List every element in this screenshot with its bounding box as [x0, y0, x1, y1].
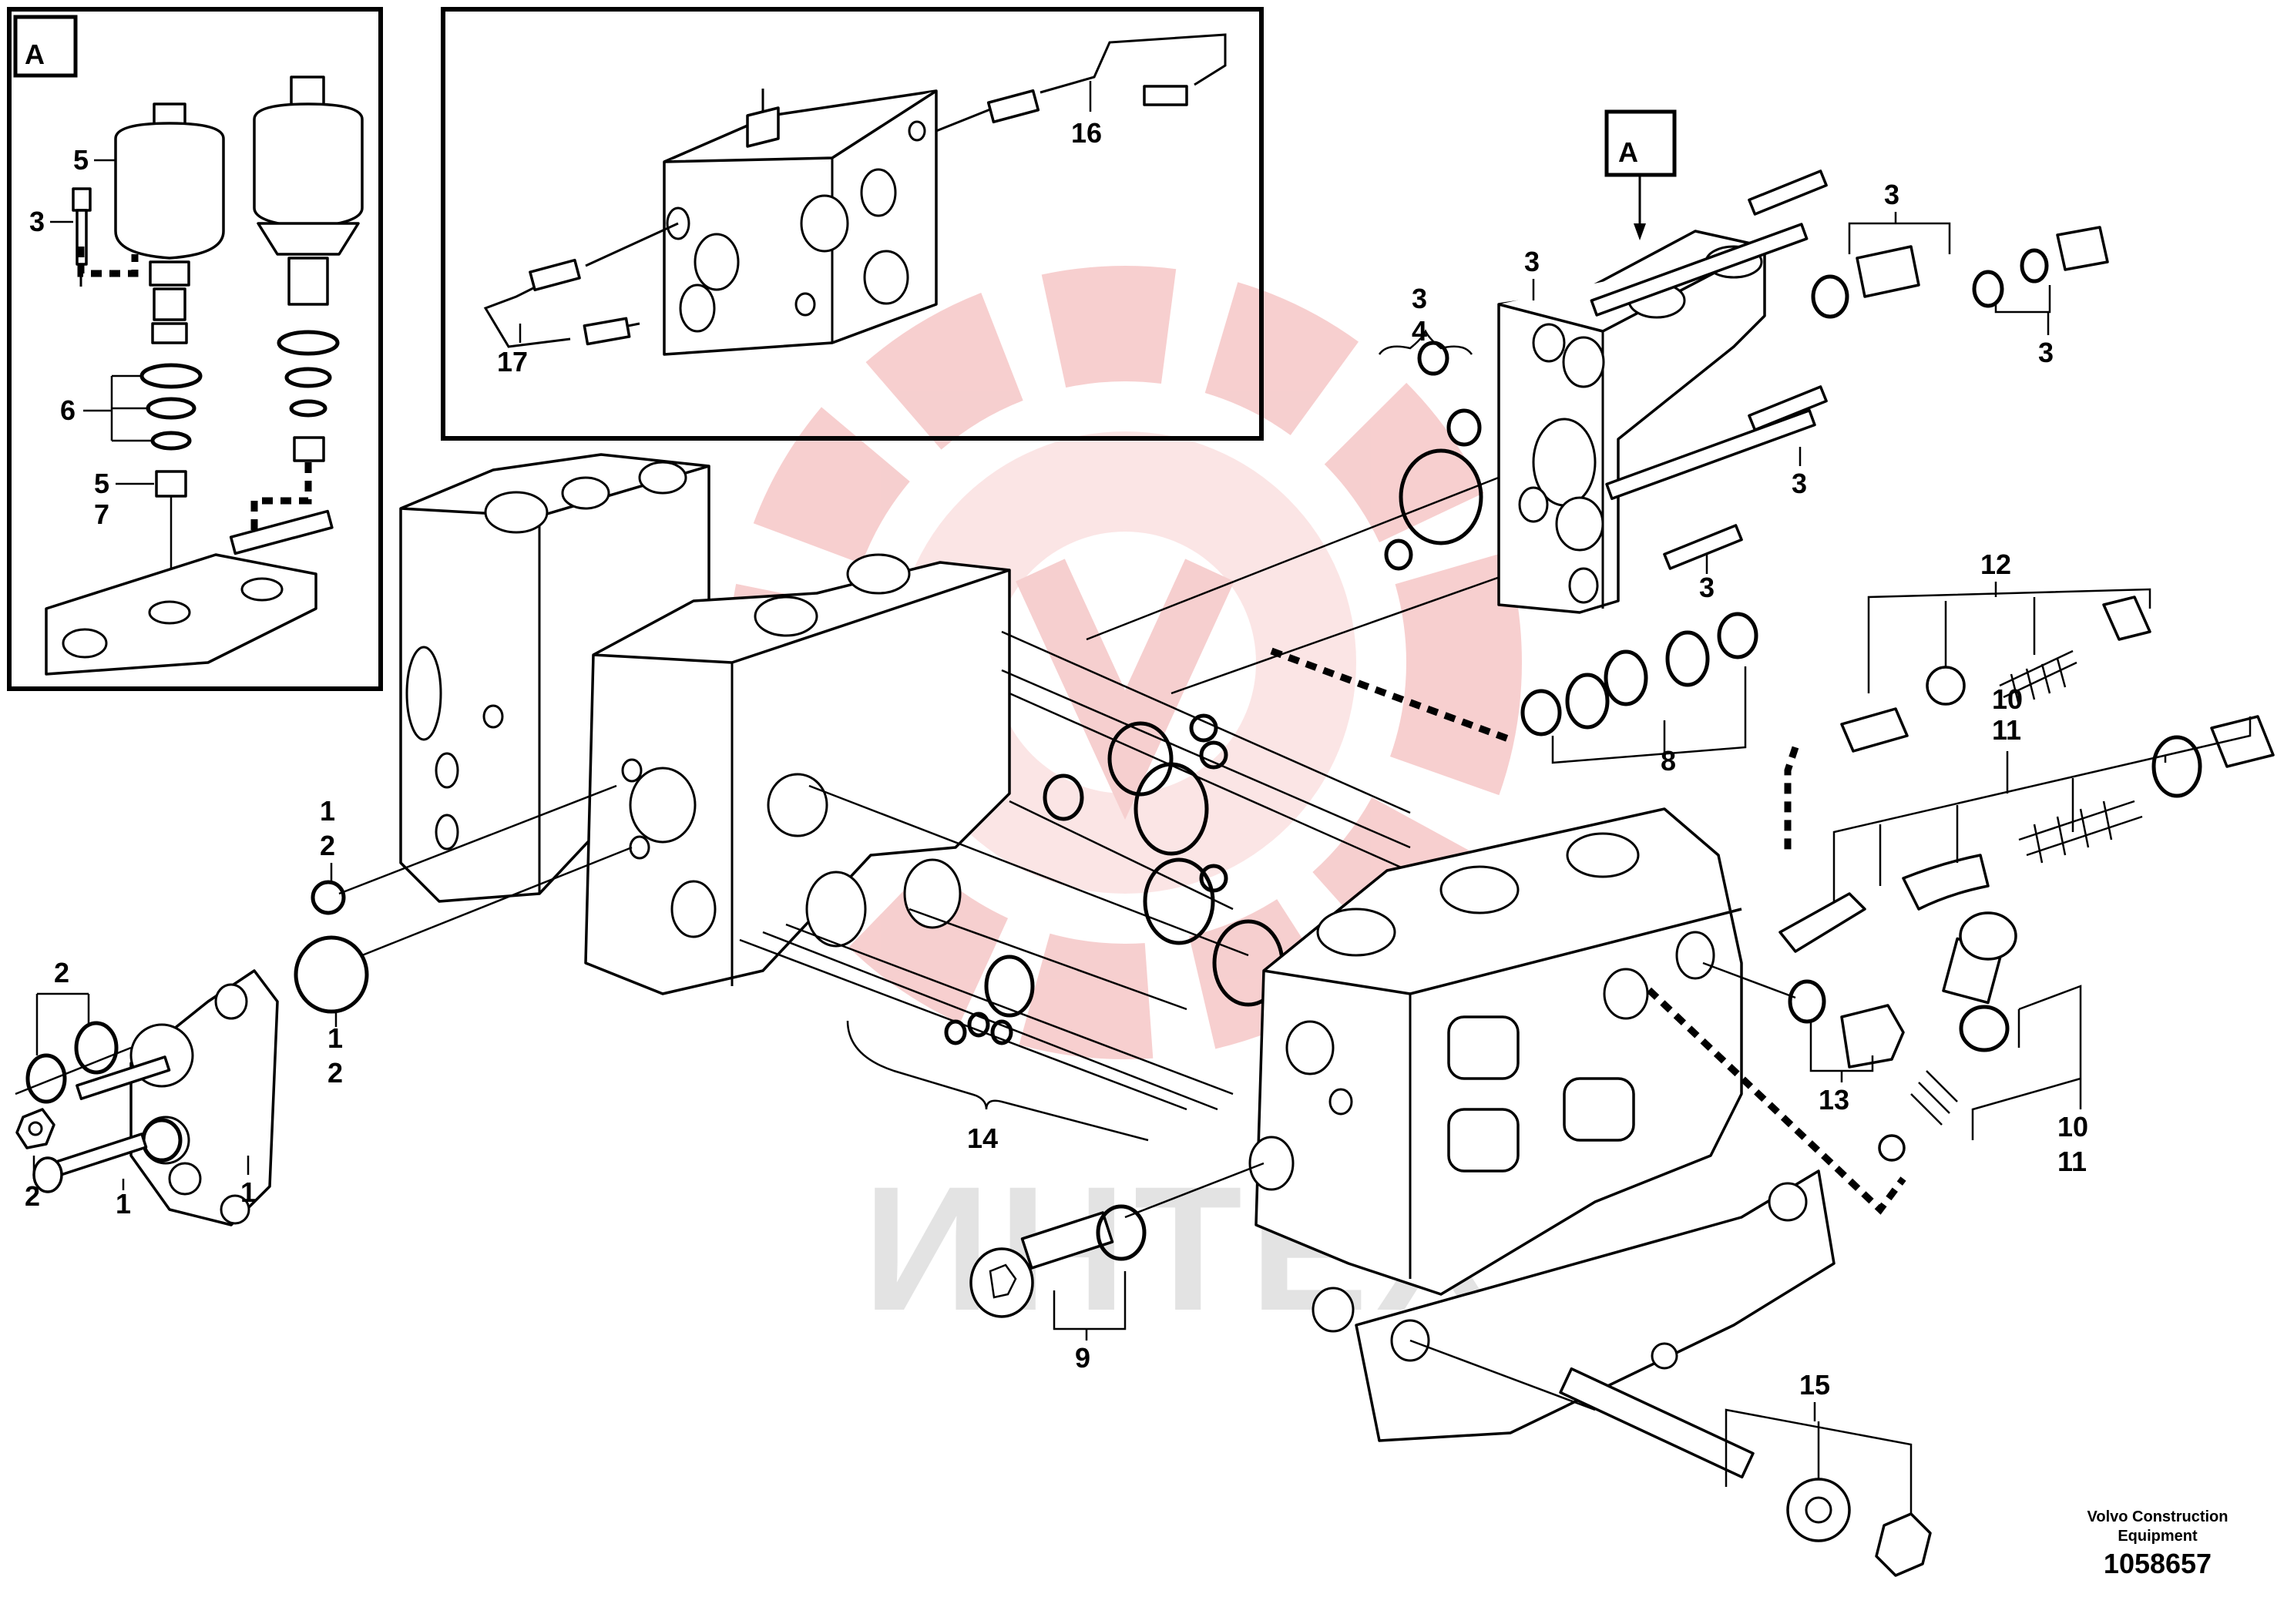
label-3-b: 3 [1412, 283, 1427, 314]
inset-o-ring-2 [146, 397, 196, 420]
label-10-b: 10 [2057, 1111, 2088, 1143]
screw-3-mid [1748, 385, 1828, 431]
label-4: 4 [1412, 315, 1427, 347]
bracket-14 [846, 1020, 1149, 1142]
label-1-d: 1 [240, 1176, 256, 1208]
seal-3-right-2 [1972, 270, 2004, 308]
label-13: 13 [1819, 1084, 1849, 1116]
label-3-a: 3 [1524, 246, 1540, 277]
o-ring-flange-1 [25, 1053, 67, 1104]
fitting-17-top [529, 258, 581, 292]
inset-plug-right [293, 436, 325, 462]
washer-9 [1096, 1204, 1147, 1261]
label-2-c: 2 [54, 957, 69, 988]
label-2-a: 2 [320, 830, 335, 861]
label-1-b: 1 [327, 1022, 343, 1054]
o-rings-section-14 [944, 713, 1285, 1045]
view-pointer-marker: A [1618, 136, 1638, 168]
bolt-15 [1559, 1367, 1755, 1479]
inset-o-ring-3 [150, 431, 192, 451]
label-5-a: 5 [73, 144, 89, 176]
o-ring-1-2-large [294, 935, 369, 1014]
drawing-number: 1058657 [2104, 1548, 2212, 1579]
plug-3-right-1 [1856, 245, 1920, 298]
dashed-line-spool [1784, 746, 1799, 855]
spool-12-assembly [1840, 596, 2151, 753]
solenoid-valve-right [253, 75, 364, 306]
inset-o-ring-5 [284, 367, 332, 388]
nut-flange [15, 1108, 55, 1149]
label-8: 8 [1661, 745, 1676, 777]
dashed-line-8 [1270, 647, 1512, 743]
o-ring-3-4-bottom [1384, 539, 1413, 571]
seal-13 [1788, 979, 1826, 1024]
spool-11-assembly [1778, 715, 2275, 953]
label-3-c: 3 [1884, 179, 1899, 210]
screw-flange-2 [76, 1055, 171, 1100]
label-17: 17 [497, 346, 528, 377]
seals-8 [1520, 612, 1758, 737]
label-1-a: 1 [320, 795, 335, 827]
inset-o-ring-1 [139, 363, 203, 389]
o-ring-3-4-small [1417, 341, 1449, 376]
inset-base-block [45, 509, 334, 676]
inset-o-ring-4 [277, 330, 340, 356]
screw-3-top [1748, 169, 1828, 216]
publisher-line-1: Volvo Construction [2087, 1508, 2229, 1525]
o-ring-1-2-small [311, 880, 346, 915]
label-3-e: 3 [1792, 468, 1807, 499]
o-ring-3-4-large [1399, 448, 1483, 545]
end-cover-block [1497, 223, 1816, 614]
inset-pipe-view: 16 17 [441, 7, 1264, 441]
label-2-d: 2 [25, 1180, 40, 1212]
inset-view-marker: A [25, 39, 45, 70]
dashed-line-10-11 [1646, 987, 1906, 1215]
label-3-d: 3 [2038, 337, 2054, 368]
mounting-bracket [1312, 1169, 1836, 1442]
label-11-a: 11 [1992, 714, 2021, 746]
screw-9 [969, 1211, 1114, 1318]
label-5-b: 5 [94, 468, 109, 499]
fitting-16-left [986, 89, 1040, 124]
cap-screw-10-11 [1878, 911, 2017, 1162]
plug-3-right-2 [2056, 226, 2109, 271]
label-16: 16 [1071, 117, 1102, 149]
label-3-inset: 3 [29, 206, 45, 237]
label-6: 6 [60, 394, 76, 426]
nut-15 [1875, 1512, 1932, 1577]
label-11-b: 11 [2057, 1146, 2087, 1177]
fitting-16-right [1143, 85, 1188, 106]
inset-plug-left [155, 470, 187, 498]
label-1-c: 1 [116, 1188, 131, 1220]
valve-section-middle [584, 553, 1011, 995]
label-12: 12 [1980, 549, 2011, 580]
fitting-17-bottom [583, 317, 631, 346]
label-10-a: 10 [1992, 683, 2023, 715]
label-3-f: 3 [1699, 572, 1715, 603]
plug-13 [1840, 1004, 1905, 1069]
label-9: 9 [1075, 1342, 1090, 1374]
valve-section-front [1248, 807, 1743, 1296]
seal-3-right-1 [1811, 274, 1849, 319]
label-2-b: 2 [327, 1057, 343, 1089]
label-14: 14 [967, 1122, 998, 1154]
o-ring-3-4-med [1446, 408, 1482, 447]
screw-3-lower [1663, 524, 1743, 570]
o-ring-flange-2 [74, 1021, 119, 1075]
publisher-line-2: Equipment [2118, 1528, 2198, 1545]
inset-view-a: A [7, 7, 383, 691]
inset-o-ring-6 [289, 399, 327, 418]
assembly-lines-section [739, 468, 1542, 1111]
solenoid-valve-left [114, 102, 225, 344]
label-15: 15 [1799, 1369, 1830, 1401]
seal-3-right-3 [2020, 248, 2049, 284]
screw-flange-1 [32, 1132, 148, 1193]
label-7: 7 [94, 498, 109, 530]
